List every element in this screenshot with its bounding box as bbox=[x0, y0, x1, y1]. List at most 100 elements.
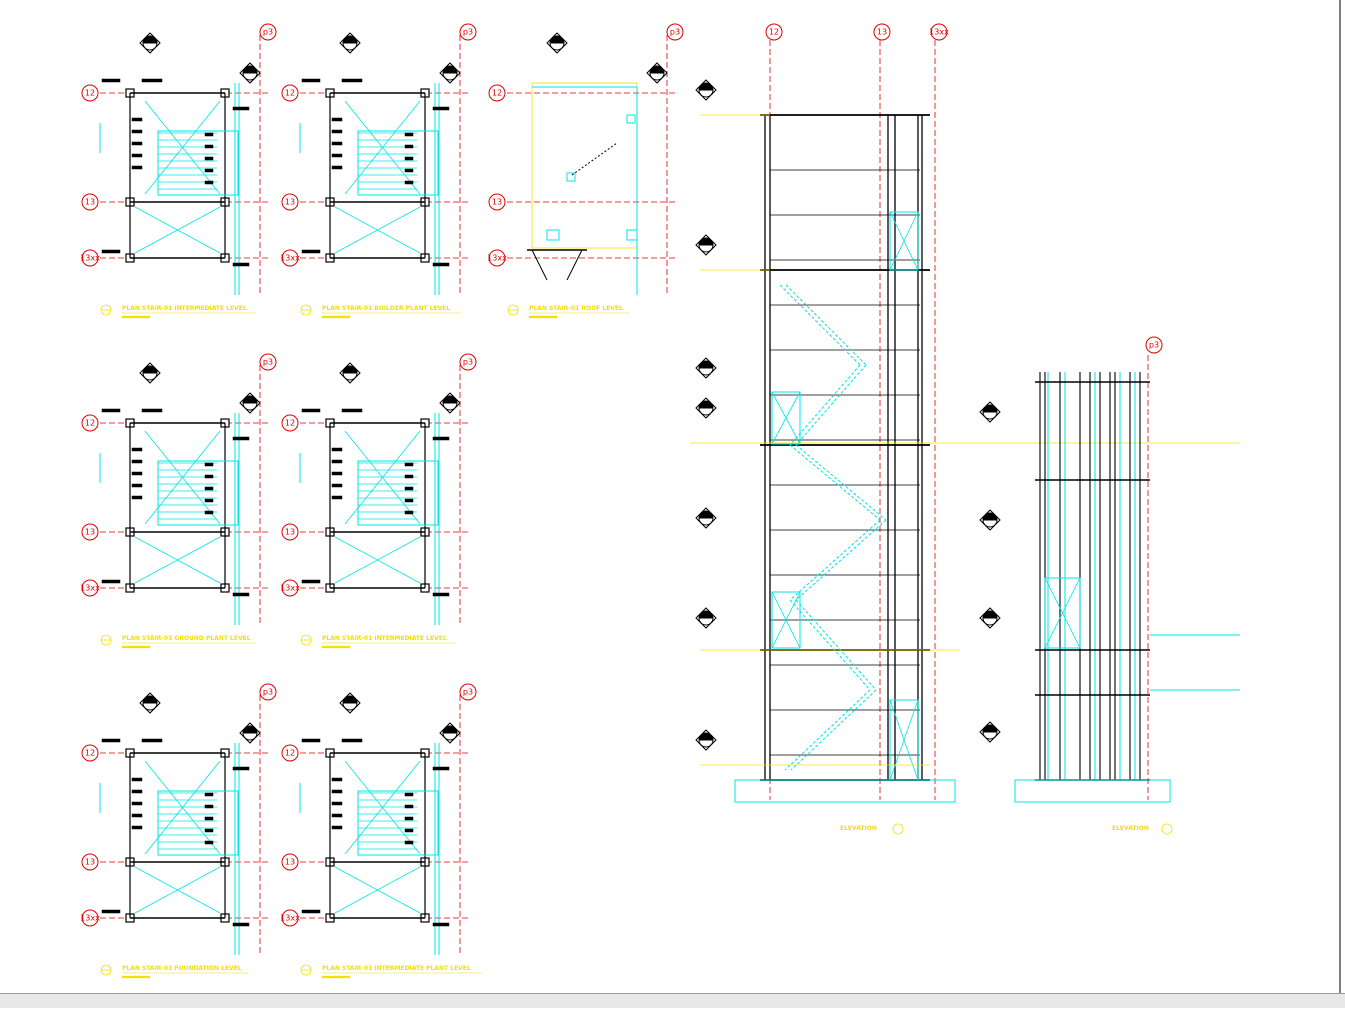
grid-bubble-13xx: 13xx bbox=[280, 579, 300, 597]
bracing-panel bbox=[771, 591, 801, 649]
member-tag bbox=[432, 262, 450, 267]
svg-text:p3: p3 bbox=[463, 358, 473, 367]
grid-bubble-13: 13 bbox=[281, 523, 299, 541]
svg-text:p3: p3 bbox=[670, 28, 680, 37]
stair-flight bbox=[357, 460, 439, 526]
grid-bubble-p3: p3 bbox=[459, 683, 477, 701]
member-tag bbox=[131, 141, 143, 146]
grid-bubble-12: 12 bbox=[765, 23, 783, 41]
member-tag bbox=[341, 408, 363, 413]
section-marker bbox=[695, 79, 717, 101]
section-marker bbox=[695, 729, 717, 751]
bracing-diag bbox=[1044, 577, 1081, 649]
svg-text:12: 12 bbox=[769, 28, 779, 37]
grid-bubble-13: 13 bbox=[81, 853, 99, 871]
member-tag bbox=[331, 447, 343, 452]
member-tag bbox=[404, 828, 414, 833]
stair-flight bbox=[795, 444, 887, 521]
member-tag bbox=[331, 789, 343, 794]
bracing-panel bbox=[771, 391, 801, 445]
section-marker bbox=[979, 607, 1001, 629]
svg-text:13xx: 13xx bbox=[929, 28, 949, 37]
plan-title: PLAN STAIR-01 ROOF LEVEL bbox=[529, 305, 623, 312]
member-tag bbox=[131, 789, 143, 794]
member-tag bbox=[232, 106, 250, 111]
title-scale-note bbox=[121, 975, 151, 979]
grid-bubble-13xx: 13xx bbox=[80, 909, 100, 927]
member-tag bbox=[341, 78, 363, 83]
member-tag bbox=[331, 165, 343, 170]
member-tag bbox=[204, 474, 214, 479]
svg-text:p3: p3 bbox=[263, 358, 273, 367]
section-marker-right bbox=[439, 392, 461, 414]
roof-brace bbox=[566, 249, 583, 281]
member-tag bbox=[331, 459, 343, 464]
grid-bubble-12: 12 bbox=[488, 84, 506, 102]
svg-text:13: 13 bbox=[85, 858, 95, 867]
member-tag bbox=[131, 825, 143, 830]
grid-bubble-13xx: 13xx bbox=[280, 909, 300, 927]
grid-bubble-13: 13 bbox=[873, 23, 891, 41]
title-scale-note bbox=[321, 645, 351, 649]
section-marker-right bbox=[239, 722, 261, 744]
grid-bubble-12: 12 bbox=[281, 744, 299, 762]
member-tag bbox=[301, 78, 321, 83]
member-tag bbox=[404, 486, 414, 491]
member-tag bbox=[204, 804, 214, 809]
section-marker bbox=[695, 607, 717, 629]
section-marker-right bbox=[239, 392, 261, 414]
section-marker bbox=[695, 234, 717, 256]
member-tag bbox=[301, 738, 321, 743]
bracing-diag bbox=[889, 699, 919, 781]
member-tag bbox=[232, 262, 250, 267]
member-tag bbox=[131, 801, 143, 806]
member-tag bbox=[101, 738, 121, 743]
foundation bbox=[1014, 779, 1171, 803]
svg-text:13: 13 bbox=[85, 198, 95, 207]
plan-title: PLAN STAIR-01 BUILDER PLANT LEVEL bbox=[322, 305, 450, 312]
bracing-diag bbox=[771, 591, 801, 649]
member-tag bbox=[141, 738, 163, 743]
title-scale-note bbox=[528, 315, 558, 319]
svg-text:13xx: 13xx bbox=[280, 584, 300, 593]
grid-bubble-p3: p3 bbox=[259, 683, 277, 701]
member-tag bbox=[404, 474, 414, 479]
plan-title: PLAN STAIR-01 FOUNDATION LEVEL bbox=[122, 965, 242, 972]
member-tag bbox=[331, 483, 343, 488]
title-scale-note bbox=[121, 645, 151, 649]
svg-text:13: 13 bbox=[877, 28, 887, 37]
section-marker-top bbox=[139, 362, 161, 384]
member-tag bbox=[432, 766, 450, 771]
member-tag bbox=[331, 129, 343, 134]
stair-flight bbox=[795, 519, 887, 601]
stair-flight bbox=[157, 790, 239, 856]
member-tag bbox=[204, 840, 214, 845]
member-tag bbox=[131, 153, 143, 158]
bracing bbox=[334, 206, 421, 254]
member-tag bbox=[432, 592, 450, 597]
member-tag bbox=[101, 408, 121, 413]
roof-hatch-line bbox=[571, 142, 618, 176]
svg-text:12: 12 bbox=[85, 89, 95, 98]
section-marker-top bbox=[139, 692, 161, 714]
member-tag bbox=[141, 78, 163, 83]
title-symbol bbox=[892, 823, 904, 835]
member-tag bbox=[404, 804, 414, 809]
svg-text:13xx: 13xx bbox=[280, 914, 300, 923]
member-tag bbox=[141, 408, 163, 413]
stair-flight bbox=[789, 444, 881, 521]
svg-text:p3: p3 bbox=[463, 688, 473, 697]
section-marker-top bbox=[139, 32, 161, 54]
member-tag bbox=[404, 462, 414, 467]
section-marker bbox=[695, 357, 717, 379]
svg-text:13: 13 bbox=[285, 858, 295, 867]
bracing bbox=[134, 536, 221, 584]
bracing-panel bbox=[1044, 577, 1081, 649]
member-tag bbox=[404, 792, 414, 797]
member-tag bbox=[232, 436, 250, 441]
